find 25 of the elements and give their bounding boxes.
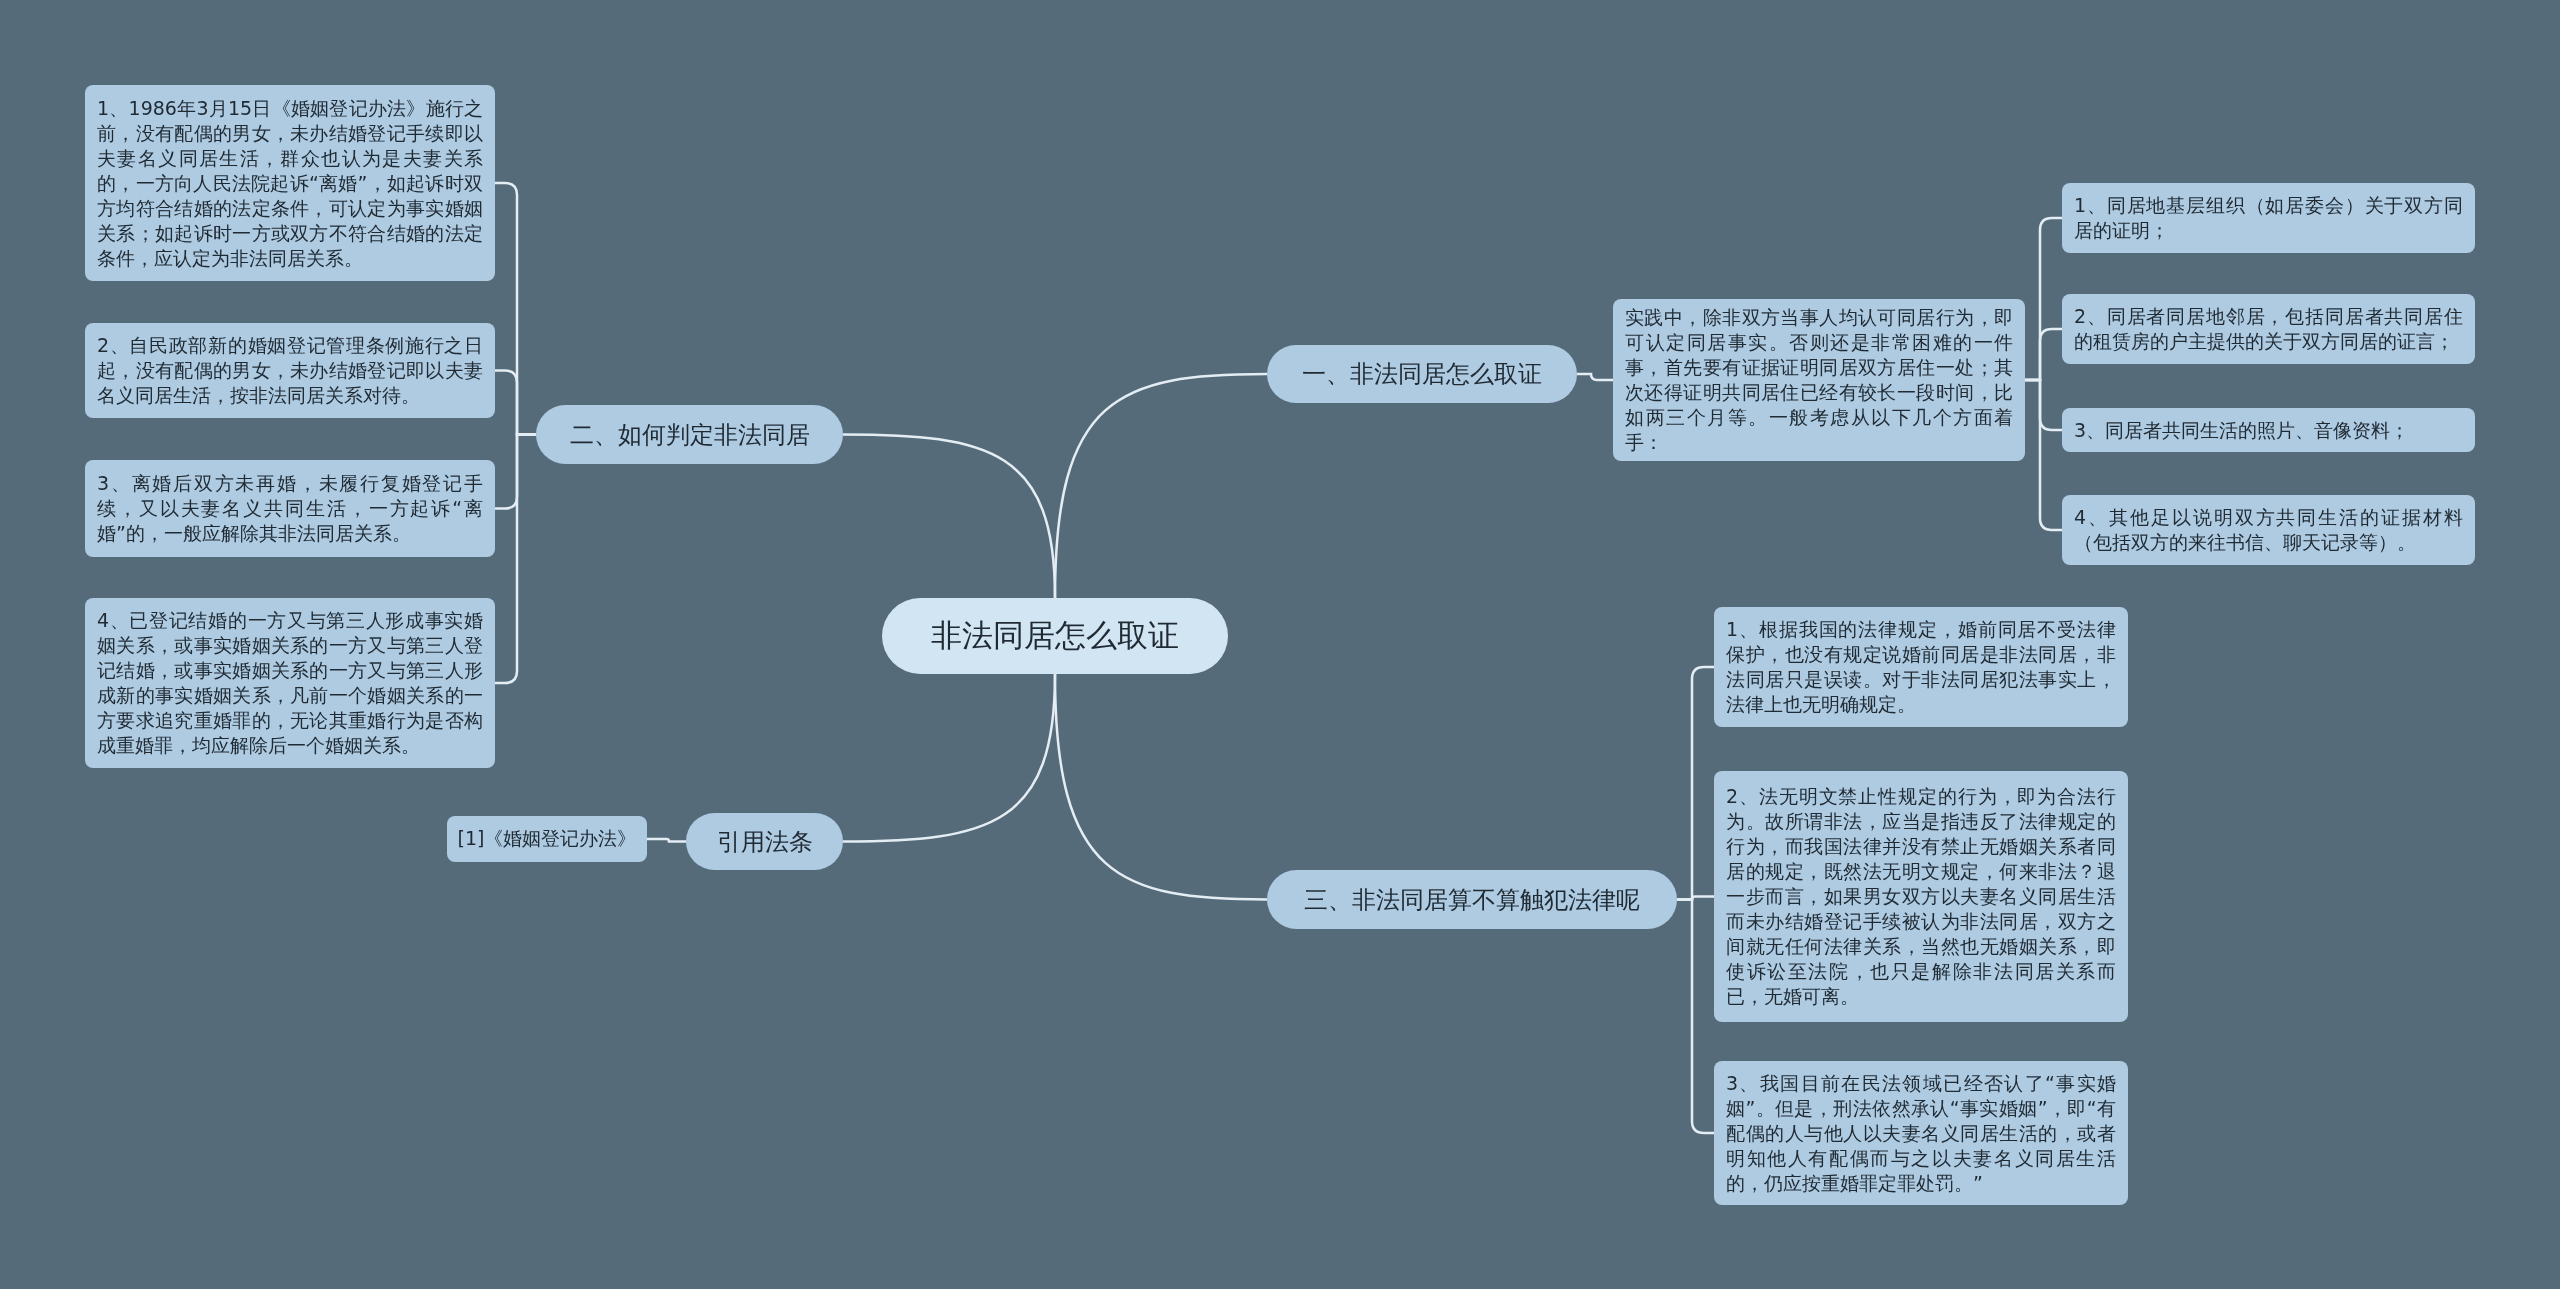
- central-topic: 非法同居怎么取证: [882, 598, 1228, 674]
- text-box: 2、自民政部新的婚姻登记管理条例施行之日起，没有配偶的男女，未办结婚登记即以夫妻名义同居生活，按非法同居关系对待。: [85, 323, 495, 418]
- topic-box: 引用法条: [686, 813, 843, 870]
- connector-line: [495, 433, 536, 685]
- topic-box: 二、如何判定非法同居: [536, 405, 843, 464]
- text-box: 2、同居者同居地邻居，包括同居者共同居住的租赁房的户主提供的关于双方同居的证言；: [2062, 294, 2475, 364]
- text-box: 实践中，除非双方当事人均认可同居行为，即可认定同居事实。否则还是非常困难的一件事，首先要有证据证明同居双方居住一处；其次还得证明共同居住已经有较长一段时间，比如两三个月等。一般考虑从以下几个方面着手：: [1613, 299, 2025, 461]
- text-box: 1、根据我国的法律规定，婚前同居不受法律保护，也没有规定说婚前同居是非法同居，非法同居只是误读。对于非法同居犯法事实上，法律上也无明确规定。: [1714, 607, 2128, 727]
- connector-line: [1577, 372, 1613, 382]
- text-box: 4、其他足以说明双方共同生活的证据材料（包括双方的来往书信、聊天记录等）。: [2062, 495, 2475, 565]
- text-box: 3、同居者共同生活的照片、音像资料；: [2062, 408, 2475, 452]
- topic-box: 一、非法同居怎么取证: [1267, 345, 1577, 403]
- connector-line: [1677, 898, 1714, 1135]
- connector-line: [647, 837, 686, 843]
- text-box: 1、1986年3月15日《婚姻登记办法》施行之前，没有配偶的男女，未办结婚登记手续即以夫妻名义同居生活，群众也认为是夫妻关系的，一方向人民法院起诉“离婚”，如起诉时双方均符合结婚的法定条件，可认定为事实婚姻关系；如起诉时一方或双方不符合结婚的法定条件，应认定为非法同居关系。: [85, 85, 495, 281]
- text-box: 2、法无明文禁止性规定的行为，即为合法行为。故所谓非法，应当是指违反了法律规定的行为，而我国法律并没有禁止无婚姻关系者同居的规定，既然法无明文规定，何来非法？退一步而言，如果男女双方以夫妻名义同居生活而未办结婚登记手续被认为非法同居，双方之间就无任何法律关系，当然也无婚姻关系，即使诉讼至法院，也只是解除非法同居关系而已，无婚可离。: [1714, 771, 2128, 1022]
- text-box: 4、已登记结婚的一方又与第三人形成事实婚姻关系，或事实婚姻关系的一方又与第三人登记结婚，或事实婚姻关系的一方又与第三人形成新的事实婚姻关系，凡前一个婚姻关系的一方要求追究重婚罪的，无论其重婚行为是否构成重婚罪，均应解除后一个婚姻关系。: [85, 598, 495, 768]
- text-box: 3、离婚后双方未再婚，未履行复婚登记手续，又以夫妻名义共同生活，一方起诉“离婚”的，一般应解除其非法同居关系。: [85, 460, 495, 557]
- text-box: [1]《婚姻登记办法》: [447, 816, 647, 862]
- topic-box: 三、非法同居算不算触犯法律呢: [1267, 870, 1677, 929]
- text-box: 1、同居地基层组织（如居委会）关于双方同居的证明；: [2062, 183, 2475, 253]
- connector-line: [843, 433, 1057, 599]
- connector-line: [2025, 378, 2062, 532]
- text-box: 3、我国目前在民法领域已经否认了“事实婚姻”。但是，刑法依然承认“事实婚姻”，即“有配偶的人与他人以夫妻名义同居生活的，或者明知他人有配偶而与之以夫妻名义同居生活的，仍应按重婚罪定罪处罚。”: [1714, 1061, 2128, 1205]
- connector-line: [1053, 673, 1267, 901]
